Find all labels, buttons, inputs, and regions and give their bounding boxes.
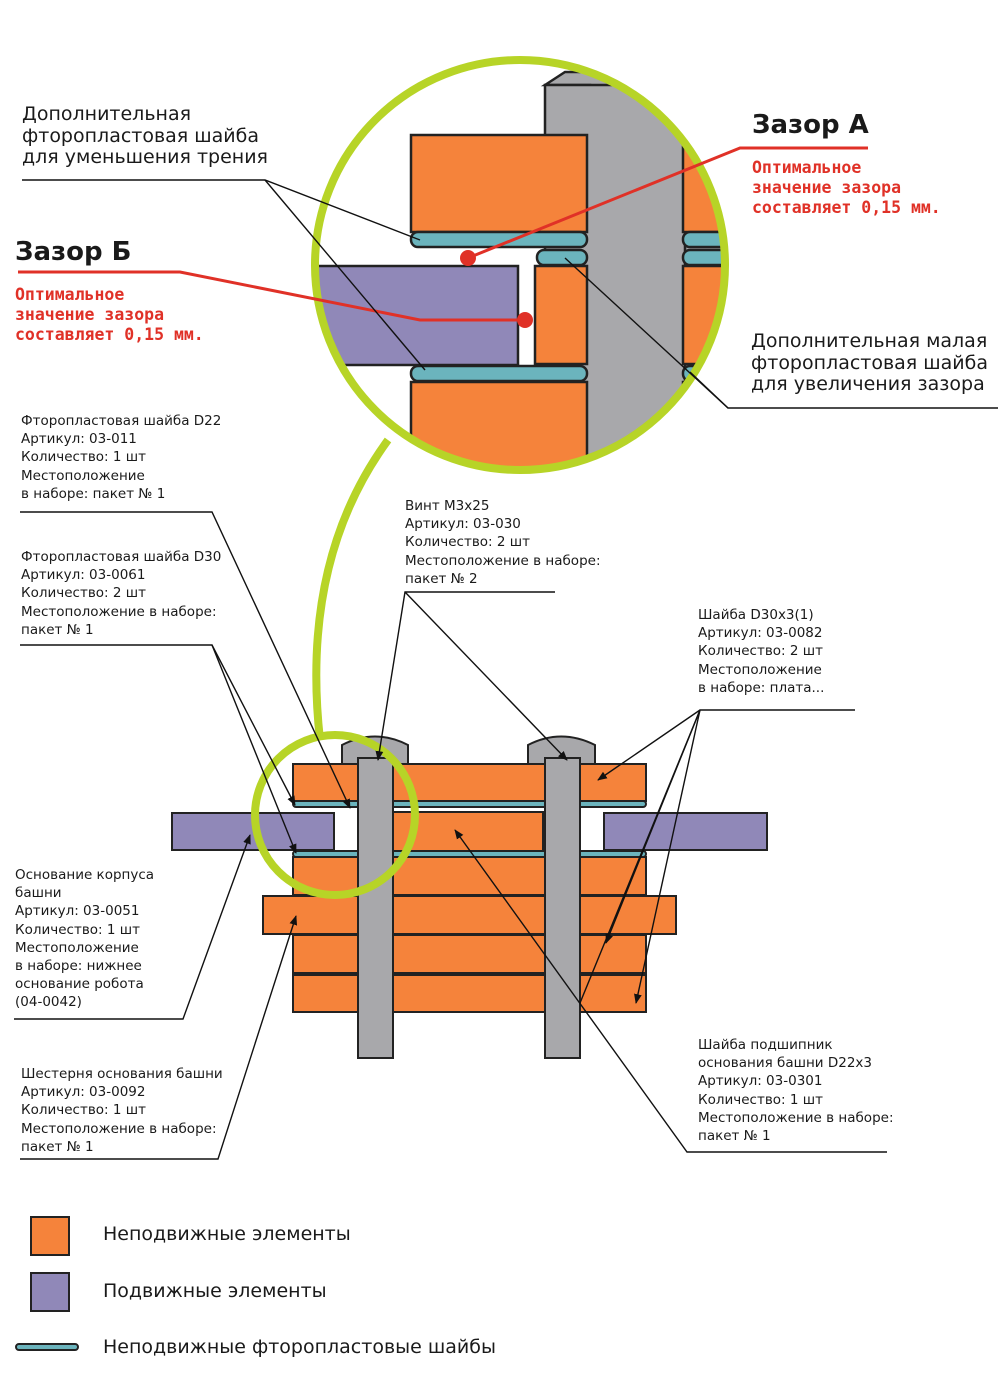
- gear-label: Шестерня основания башни Артикул: 03-009…: [21, 1066, 223, 1155]
- zoom-circle: [311, 56, 729, 474]
- gear-right: [603, 812, 768, 851]
- legend-washer-label: Неподвижные фторопластовые шайбы: [103, 1336, 496, 1358]
- legend-moving-swatch: [30, 1272, 70, 1312]
- lower-plate-2: [292, 934, 647, 974]
- gap-b-title: Зазор Б: [15, 237, 132, 267]
- legend-fixed-label: Неподвижные элементы: [103, 1223, 351, 1245]
- screw-shaft-right: [544, 757, 581, 1059]
- zoom-gear: [315, 264, 520, 367]
- lower-plate-3: [292, 974, 647, 1013]
- washer-d30-label: Фторопластовая шайба D30 Артикул: 03-006…: [21, 549, 222, 638]
- zoom-washer-right-1: [681, 230, 725, 249]
- zoom-detail: [315, 60, 725, 470]
- small-washer-label: Дополнительная малая фторопластовая шайб…: [751, 330, 989, 395]
- zoom-right-plate-bottom: [681, 380, 725, 470]
- zoom-washer-right-2: [681, 248, 725, 267]
- zoom-connector: [312, 437, 392, 741]
- middle-plate: [292, 856, 647, 896]
- gap-callout-lines: [18, 146, 868, 322]
- zoom-focus-circle: [251, 731, 419, 899]
- legend-washer-swatch: [15, 1343, 79, 1351]
- tower-base-plate: [262, 895, 677, 935]
- washer-d30x3-label: Шайба D30x3(1) Артикул: 03-0082 Количест…: [698, 607, 825, 696]
- gap-a-title: Зазор А: [752, 110, 869, 140]
- zoom-right-plate-mid: [681, 264, 725, 366]
- gap-a-note: Оптимальное значение зазора составляет 0…: [752, 158, 941, 217]
- washer-bottom: [292, 850, 647, 858]
- tower-base-label: Основание корпуса башни Артикул: 03-0051…: [15, 867, 155, 1011]
- zoom-top-plate: [409, 133, 589, 234]
- zoom-washer-bottom: [409, 364, 589, 383]
- gap-b-note: Оптимальное значение зазора составляет 0…: [15, 285, 204, 344]
- extra-washer-label: Дополнительная фторопластовая шайба для …: [22, 103, 268, 168]
- washer-d22-label: Фторопластовая шайба D22 Артикул: 03-011…: [21, 413, 222, 502]
- bearing-washer-label: Шайба подшипник основания башни D22x3 Ар…: [698, 1037, 894, 1145]
- leader-lines: [14, 179, 998, 1160]
- gap-a-point: [460, 250, 476, 266]
- zoom-washer-small: [535, 248, 589, 267]
- screw-shaft-left: [357, 757, 394, 1059]
- legend-fixed-swatch: [30, 1216, 70, 1256]
- zoom-bottom-plate: [409, 380, 589, 470]
- legend-moving-label: Подвижные элементы: [103, 1280, 327, 1302]
- top-plate: [292, 763, 647, 802]
- zoom-bearing: [533, 264, 589, 366]
- screw-label: Винт М3х25 Артикул: 03-030 Количество: 2…: [405, 498, 601, 587]
- washer-top: [292, 800, 647, 808]
- gap-b-point: [517, 312, 533, 328]
